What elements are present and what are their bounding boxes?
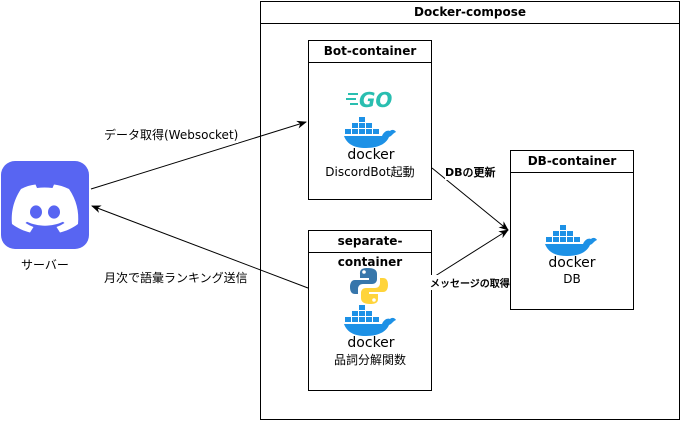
- docker-icon: docker: [545, 225, 597, 271]
- python-logo: [350, 267, 388, 305]
- bot-container-caption: DiscordBot起動: [325, 165, 415, 179]
- db-container-caption: DB: [563, 272, 581, 286]
- edge-fetch: [90, 120, 307, 190]
- db-container-node: DB-container: [510, 150, 634, 310]
- edge-db-update: [431, 167, 509, 231]
- go-logo: GO: [346, 86, 392, 112]
- edge-send-label: 月次で語彙ランキング送信: [104, 269, 248, 286]
- separate-container-caption: 品詞分解関数: [333, 353, 406, 367]
- separate-container-node: separate-container: [308, 230, 432, 391]
- bot-container-node: Bot-container: [308, 40, 432, 200]
- python-icon: [350, 268, 388, 304]
- docker-icon: docker: [344, 305, 396, 351]
- docker-logo-db: docker: [545, 222, 599, 271]
- edge-msg-get-label: メッセージの取得: [430, 275, 510, 290]
- db-container-title: DB-container: [511, 151, 633, 173]
- edge-msg-get: [431, 229, 509, 279]
- discord-server-label: サーバー: [21, 258, 69, 272]
- go-icon: GO: [346, 88, 392, 112]
- docker-compose-title: Docker-compose: [261, 2, 679, 24]
- docker-wordmark: docker: [347, 335, 394, 348]
- separate-container-title: separate-container: [309, 231, 431, 269]
- docker-icon: docker: [344, 117, 396, 163]
- docker-logo-separate: docker: [344, 302, 398, 351]
- go-logo-text: GO: [359, 88, 392, 112]
- discord-server-node: [1, 161, 89, 249]
- docker-logo-bot: docker: [344, 114, 398, 163]
- docker-wordmark: docker: [548, 255, 595, 268]
- discord-icon: [1, 161, 89, 249]
- edge-fetch-label: データ取得(Websocket): [104, 126, 239, 143]
- docker-wordmark: docker: [347, 147, 394, 160]
- bot-container-title: Bot-container: [309, 41, 431, 63]
- edge-send: [91, 205, 309, 289]
- edge-db-update-label: DBの更新: [445, 164, 496, 180]
